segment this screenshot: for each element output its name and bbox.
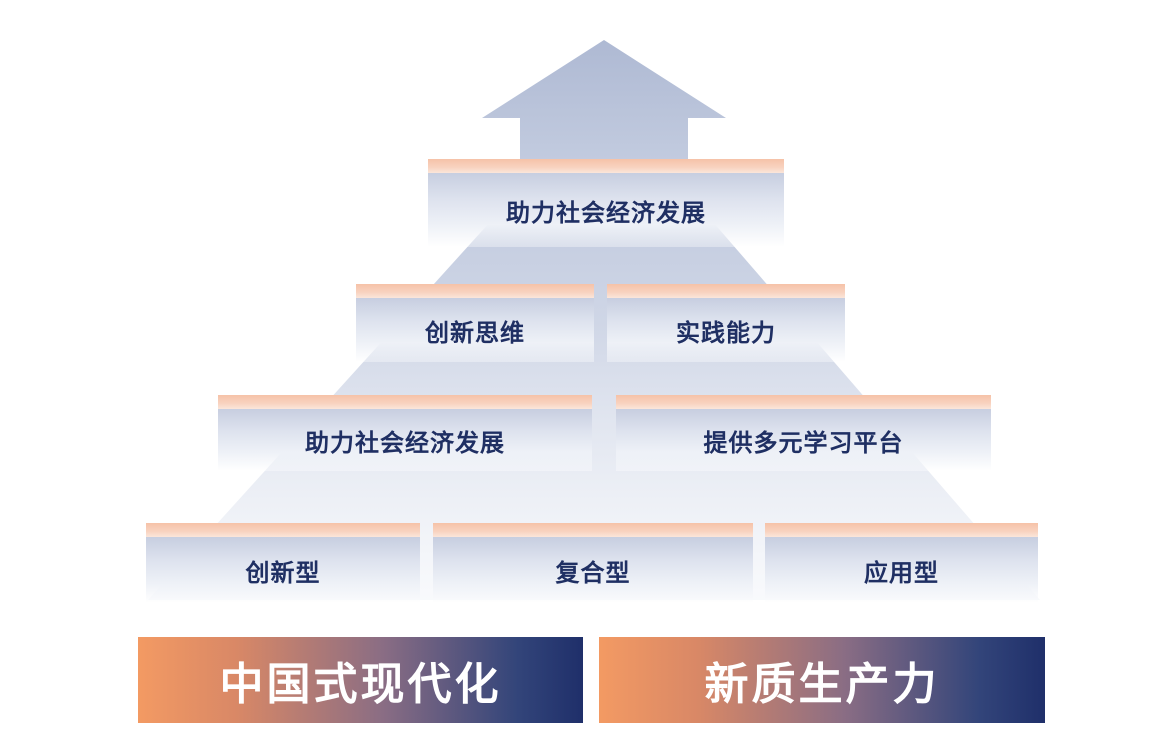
tier1-label: 助力社会经济发展	[506, 198, 706, 227]
tier4-label-right: 应用型	[864, 558, 939, 587]
tier2-label-right: 实践能力	[676, 318, 776, 347]
tier2-block-right: 实践能力	[607, 284, 845, 362]
tier3-block-right: 提供多元学习平台	[616, 395, 991, 471]
tier4-block-right: 应用型	[765, 523, 1038, 603]
base-bar-left: 中国式现代化	[138, 637, 583, 723]
tier4-label-center: 复合型	[555, 558, 631, 587]
tier2-label-left: 创新思维	[425, 318, 525, 347]
tier3-label-left: 助力社会经济发展	[305, 428, 505, 457]
up-arrow-icon	[482, 40, 726, 160]
base-label-right: 新质生产力	[704, 659, 940, 710]
pyramid-triangle	[148, 96, 1040, 600]
tier3-label-right: 提供多元学习平台	[703, 428, 904, 457]
tier4-block-center: 复合型	[433, 523, 753, 603]
tier3-block-left: 助力社会经济发展	[218, 395, 592, 471]
base-label-left: 中国式现代化	[219, 659, 502, 710]
tier1-block: 助力社会经济发展	[428, 159, 784, 247]
base-bar-right: 新质生产力	[599, 637, 1045, 723]
tier4-label-left: 创新型	[245, 558, 321, 587]
tier4-block-left: 创新型	[146, 523, 420, 603]
tier2-block-left: 创新思维	[356, 284, 594, 362]
